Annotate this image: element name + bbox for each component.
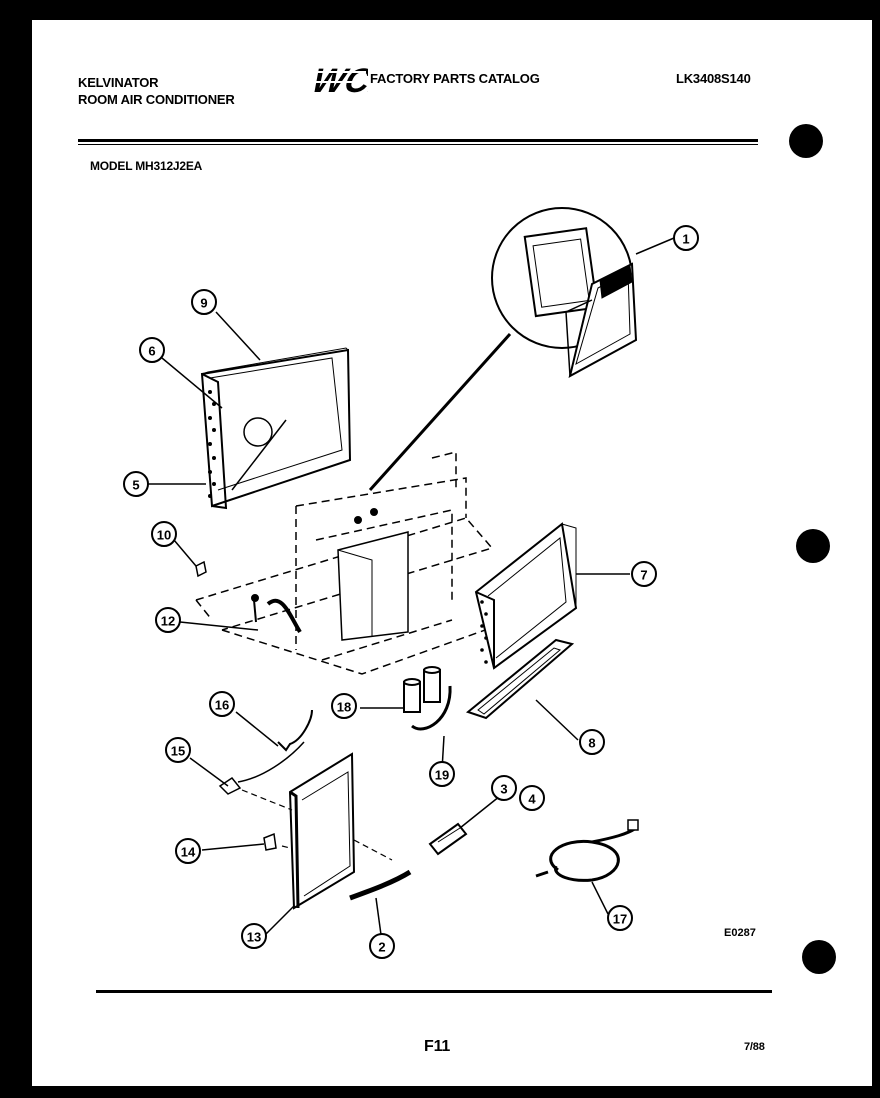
callout-9: 9: [191, 289, 217, 315]
callout-circle: [123, 471, 149, 497]
callout-17: 17: [607, 905, 633, 931]
catalog-number: LK3408S140: [676, 71, 751, 86]
callout-number: 12: [161, 614, 175, 629]
callout-circle: [519, 785, 545, 811]
callout-19: 19: [429, 761, 455, 787]
magnifier-detail: [491, 207, 638, 378]
callout-leaders: [148, 237, 675, 943]
callout-circle: [139, 337, 165, 363]
callout-circle: [607, 905, 633, 931]
part-16: [277, 709, 313, 752]
callout-2: 2: [369, 933, 395, 959]
callout-number: 5: [132, 478, 139, 493]
part-coil-9: [200, 347, 352, 510]
callout-number: 16: [215, 698, 229, 713]
part-bracket-12: [251, 594, 302, 634]
footer-rule: [96, 990, 772, 993]
callout-14: 14: [175, 838, 201, 864]
header-rule-thin: [78, 144, 758, 145]
callout-6: 6: [139, 337, 165, 363]
callout-circle: [209, 691, 235, 717]
callout-circle: [429, 761, 455, 787]
callout-number: 17: [613, 912, 627, 927]
callout-5: 5: [123, 471, 149, 497]
callout-8: 8: [579, 729, 605, 755]
callout-circle: [631, 561, 657, 587]
part-switch-15: [218, 776, 242, 795]
image-code: E0287: [724, 927, 756, 939]
callout-number: 10: [157, 528, 171, 543]
callout-number: 4: [528, 792, 536, 807]
binder-hole-top: [789, 124, 823, 158]
callout-13: 13: [241, 923, 267, 949]
brand-line-1: KELVINATOR: [78, 75, 159, 90]
callout-circle: [155, 607, 181, 633]
callout-number: 1: [682, 232, 689, 247]
part-screw-10: [195, 560, 207, 578]
callout-circle: [151, 521, 177, 547]
callout-circle: [241, 923, 267, 949]
part-relay-3-4: [428, 822, 468, 856]
binder-hole-bottom: [802, 940, 836, 974]
callout-number: 18: [337, 700, 351, 715]
part-panel-13: [241, 752, 393, 910]
part-filter-8: [465, 638, 575, 720]
callout-number: 8: [588, 736, 595, 751]
brand-line-2: ROOM AIR CONDITIONER: [78, 92, 235, 107]
callout-3: 3: [491, 775, 517, 801]
callout-circle: [331, 693, 357, 719]
callout-12: 12: [155, 607, 181, 633]
part-coil-7: [474, 522, 578, 670]
callout-number: 7: [640, 568, 647, 583]
callout-1: 1: [673, 225, 699, 251]
part-capacitor-18: [403, 666, 452, 731]
callout-number: 15: [171, 744, 185, 759]
callout-number: 9: [200, 296, 207, 311]
model-line: MODEL MH312J2EA: [90, 159, 203, 173]
callout-15: 15: [165, 737, 191, 763]
footer-date: 7/88: [744, 1041, 765, 1053]
compressor: [337, 508, 409, 641]
callout-number: 13: [247, 930, 261, 945]
callout-number: 3: [500, 782, 507, 797]
callout-number: 14: [181, 845, 196, 860]
callout-circle: [491, 775, 517, 801]
callout-18: 18: [331, 693, 357, 719]
part-cord-17: [535, 819, 639, 882]
binder-hole-middle: [796, 529, 830, 563]
callout-circle: [165, 737, 191, 763]
callout-circle: [369, 933, 395, 959]
callout-4: 4: [519, 785, 545, 811]
catalog-title: FACTORY PARTS CATALOG: [370, 71, 540, 86]
callout-10: 10: [151, 521, 177, 547]
callout-circle: [191, 289, 217, 315]
callout-circle: [175, 838, 201, 864]
callout-circle: [579, 729, 605, 755]
callout-number: 19: [435, 768, 449, 783]
part-14: [263, 832, 277, 851]
callout-16: 16: [209, 691, 235, 717]
header-rule: [78, 139, 758, 142]
callout-number: 6: [148, 344, 155, 359]
page-code: F11: [424, 1038, 451, 1055]
catalog-page: KELVINATOR ROOM AIR CONDITIONER WCI FACT…: [32, 20, 872, 1086]
callout-circle: [673, 225, 699, 251]
callout-number: 2: [378, 940, 385, 955]
callout-7: 7: [631, 561, 657, 587]
part-strap-2: [349, 869, 412, 901]
